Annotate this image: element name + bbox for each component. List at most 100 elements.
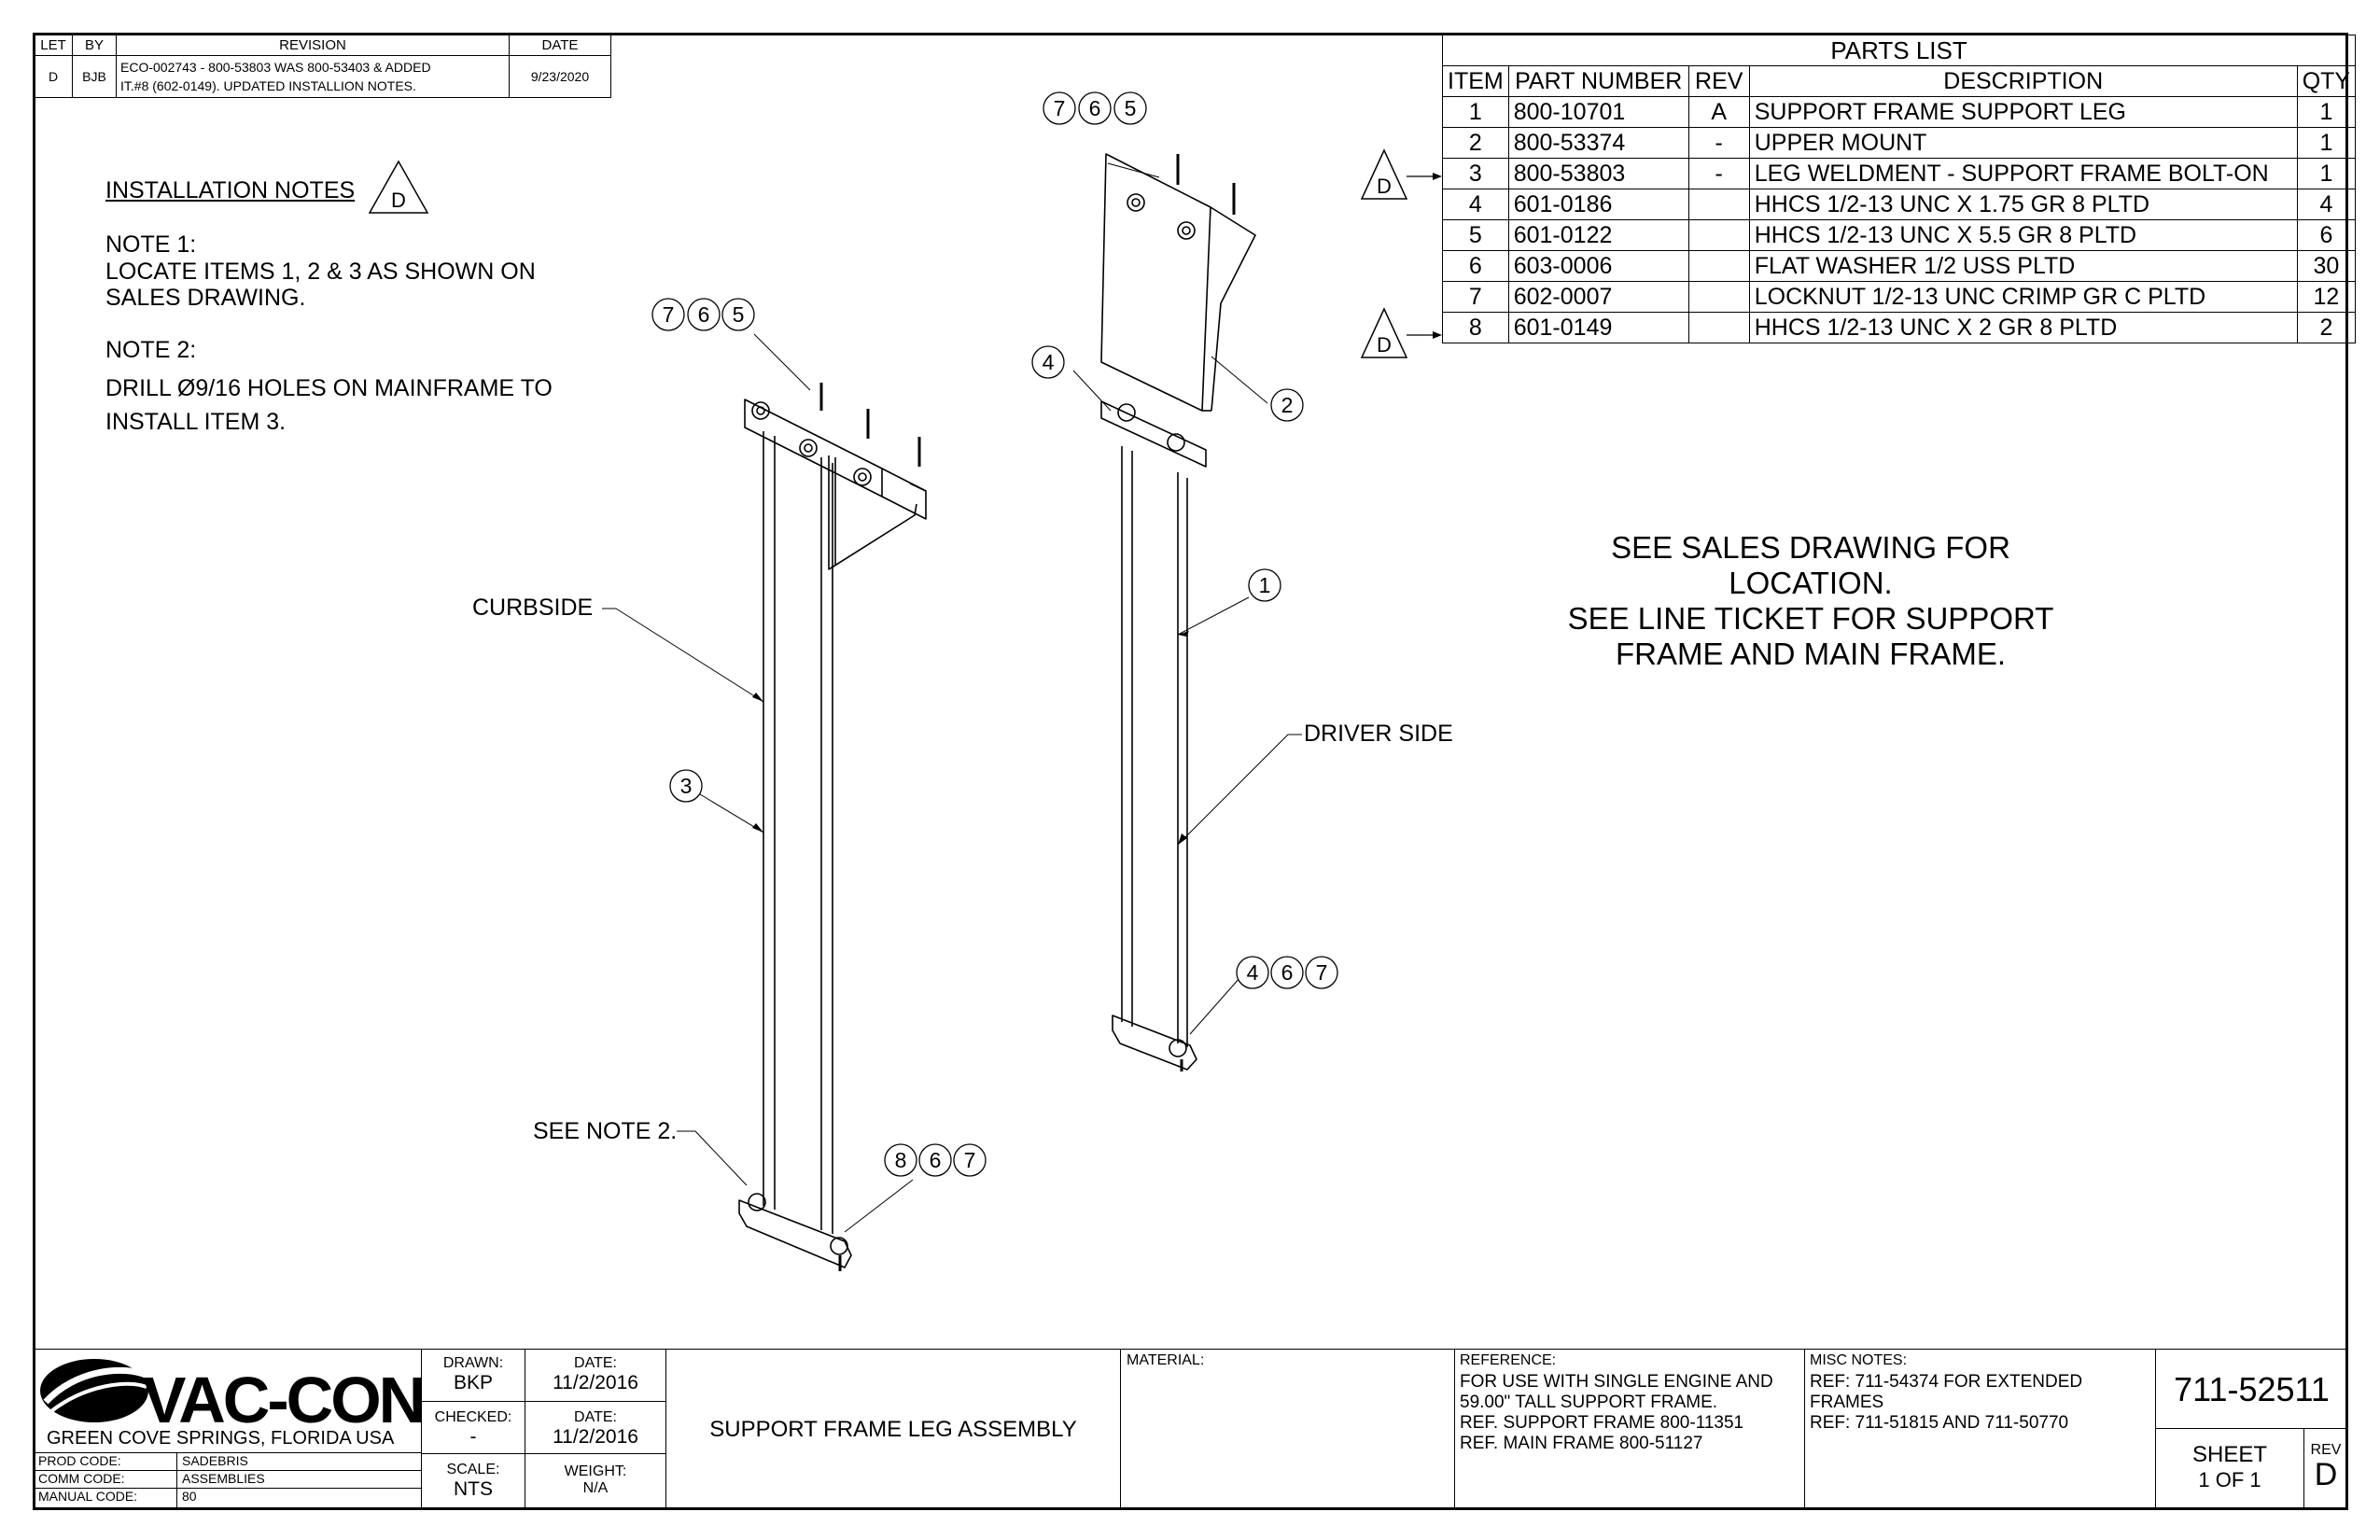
checked-date-label: DATE: [574, 1409, 617, 1425]
checked-value: - [469, 1426, 477, 1448]
driver-side-leg [1100, 153, 1256, 1071]
balloon-item1: 1 [1248, 568, 1281, 602]
comm-code-label: COMM CODE: [38, 1471, 125, 1486]
balloon-label: 1 [1259, 573, 1271, 597]
part-qty: 1 [2296, 158, 2357, 189]
balloon-group-bottom-right: 4 6 7 [1236, 956, 1338, 989]
title-cell: SUPPORT FRAME LEG ASSEMBLY [665, 1349, 1121, 1510]
installation-notes-heading: INSTALLATION NOTES [105, 177, 356, 203]
balloon-label: 6 [1089, 96, 1101, 120]
balloon-label: 8 [895, 1148, 907, 1172]
checked-label: CHECKED: [434, 1409, 512, 1425]
revision-flag-letter: D [1377, 175, 1392, 198]
installation-notes-flag-letter: D [391, 189, 406, 212]
material-cell: MATERIAL: [1120, 1349, 1455, 1510]
balloon-label: 6 [1281, 960, 1294, 985]
center-note-line4: FRAME AND MAIN FRAME. [1615, 637, 2007, 671]
part-description: HHCS 1/2-13 UNC X 2 GR 8 PLTD [1748, 312, 2298, 343]
reference-line1: FOR USE WITH SINGLE ENGINE AND [1460, 1372, 1773, 1392]
part-number: 601-0122 [1507, 219, 1689, 251]
part-description: UPPER MOUNT [1748, 127, 2298, 159]
checked-cell: CHECKED: - [421, 1401, 525, 1454]
balloon-label: 6 [930, 1148, 942, 1172]
sheet-label: SHEET [2191, 1442, 2267, 1467]
part-item: 8 [1442, 312, 1509, 343]
part-item: 2 [1442, 127, 1509, 159]
scale-cell: SCALE: NTS [421, 1453, 525, 1510]
curbside-leg [738, 383, 927, 1271]
rev-header-by: BY [72, 35, 117, 56]
rev-description-line2: IT.#8 (602-0149). UPDATED INSTALLION NOT… [120, 78, 416, 93]
note1-title: NOTE 1: [105, 231, 197, 258]
balloon-label: 4 [1043, 350, 1055, 374]
part-description: LOCKNUT 1/2-13 UNC CRIMP GR C PLTD [1748, 281, 2298, 313]
balloon-group-bottom-left: 8 6 7 [884, 1143, 987, 1177]
codes-cell: PROD CODE: SADEBRIS COMM CODE: ASSEMBLIE… [34, 1452, 422, 1508]
reference-text: FOR USE WITH SINGLE ENGINE AND 59.00" TA… [1460, 1372, 1773, 1454]
misc-line3: REF: 711-51815 AND 711-50770 [1810, 1413, 2069, 1433]
drawing-number: 711-52511 [2174, 1370, 2330, 1408]
manual-code: 80 [182, 1489, 197, 1504]
table-row: 8 601-0149 HHCS 1/2-13 UNC X 2 GR 8 PLTD… [1442, 312, 2357, 343]
balloon-label: 5 [733, 302, 745, 327]
drawn-date-label: DATE: [574, 1355, 617, 1371]
revision-flag-letter: D [1377, 333, 1392, 357]
note1-line1: LOCATE ITEMS 1, 2 & 3 AS SHOWN ON [105, 259, 536, 285]
table-row: 6 603-0006 FLAT WASHER 1/2 USS PLTD 30 [1442, 250, 2357, 282]
revision-flag-icon [1360, 148, 1408, 200]
part-item: 7 [1442, 281, 1509, 313]
balloon-label: 7 [1316, 960, 1328, 985]
reference-line4: REF. MAIN FRAME 800-51127 [1460, 1434, 1703, 1453]
revision-table: LET BY REVISION DATE D BJB ECO-002743 - … [34, 35, 611, 98]
rev-by: BJB [72, 55, 117, 98]
part-item: 1 [1442, 96, 1509, 128]
part-item: 6 [1442, 250, 1509, 282]
reference-line2: 59.00" TALL SUPPORT FRAME. [1460, 1393, 1718, 1412]
parts-list: PARTS LIST ITEM PART NUMBER REV DESCRIPT… [1441, 35, 2357, 343]
revision-flag-icon [1360, 307, 1408, 358]
rev-description-line1: ECO-002743 - 800-53803 WAS 800-53403 & A… [120, 60, 431, 75]
driver-side-label: DRIVER SIDE [1304, 721, 1453, 747]
part-number: 602-0007 [1507, 281, 1689, 313]
logo-cell: VAC-CON GREEN COVE SPRINGS, FLORIDA USA [34, 1349, 422, 1453]
rev-description: ECO-002743 - 800-53803 WAS 800-53403 & A… [116, 55, 510, 98]
parts-header-rev: REV [1687, 65, 1750, 97]
weight-value: N/A [582, 1480, 609, 1496]
parts-header-item: ITEM [1442, 65, 1509, 97]
balloon-label: 7 [1054, 96, 1066, 120]
part-description: HHCS 1/2-13 UNC X 1.75 GR 8 PLTD [1748, 189, 2298, 220]
balloon-label: 2 [1281, 393, 1294, 417]
balloon-item3: 3 [669, 769, 703, 803]
part-number: 800-53374 [1507, 127, 1689, 159]
note2-title: NOTE 2: [105, 337, 197, 363]
center-note-line2: LOCATION. [1729, 566, 1893, 600]
balloon-label: 7 [964, 1148, 976, 1172]
scale-value: NTS [454, 1478, 493, 1500]
parts-revision-flags: D D [1360, 148, 1442, 358]
drawing-number-cell: 711-52511 [2155, 1349, 2348, 1429]
part-qty: 2 [2296, 312, 2357, 343]
balloon-label: 3 [680, 774, 693, 798]
table-row: 1 800-10701 A SUPPORT FRAME SUPPORT LEG … [1442, 96, 2357, 128]
rev-let: D [34, 55, 73, 98]
part-qty: 4 [2296, 189, 2357, 220]
part-number: 800-53803 [1507, 158, 1689, 189]
drawing-title: SUPPORT FRAME LEG ASSEMBLY [709, 1417, 1077, 1442]
rev-value: D [2314, 1457, 2338, 1492]
rev-label: REV [2310, 1442, 2342, 1458]
table-row: 5 601-0122 HHCS 1/2-13 UNC X 5.5 GR 8 PL… [1442, 219, 2357, 251]
reference-line3: REF. SUPPORT FRAME 800-11351 [1460, 1413, 1744, 1433]
reference-label: REFERENCE: [1460, 1352, 1557, 1368]
misc-notes-cell: MISC NOTES: REF: 711-54374 FOR EXTENDED … [1804, 1349, 2156, 1510]
drawn-value: BKP [453, 1372, 494, 1393]
balloon-item2: 2 [1270, 388, 1304, 422]
center-note: SEE SALES DRAWING FOR LOCATION. SEE LINE… [1493, 530, 2128, 672]
comm-code: ASSEMBLIES [182, 1471, 265, 1486]
part-rev: - [1687, 158, 1750, 189]
part-rev [1687, 219, 1750, 251]
manual-code-label: MANUAL CODE: [38, 1489, 138, 1504]
balloon-label: 4 [1247, 960, 1259, 985]
rev-date: 9/23/2020 [509, 55, 611, 98]
balloon-group-top-right: 7 6 5 [1043, 91, 1147, 125]
logo-text: VAC-CON [143, 1364, 421, 1430]
